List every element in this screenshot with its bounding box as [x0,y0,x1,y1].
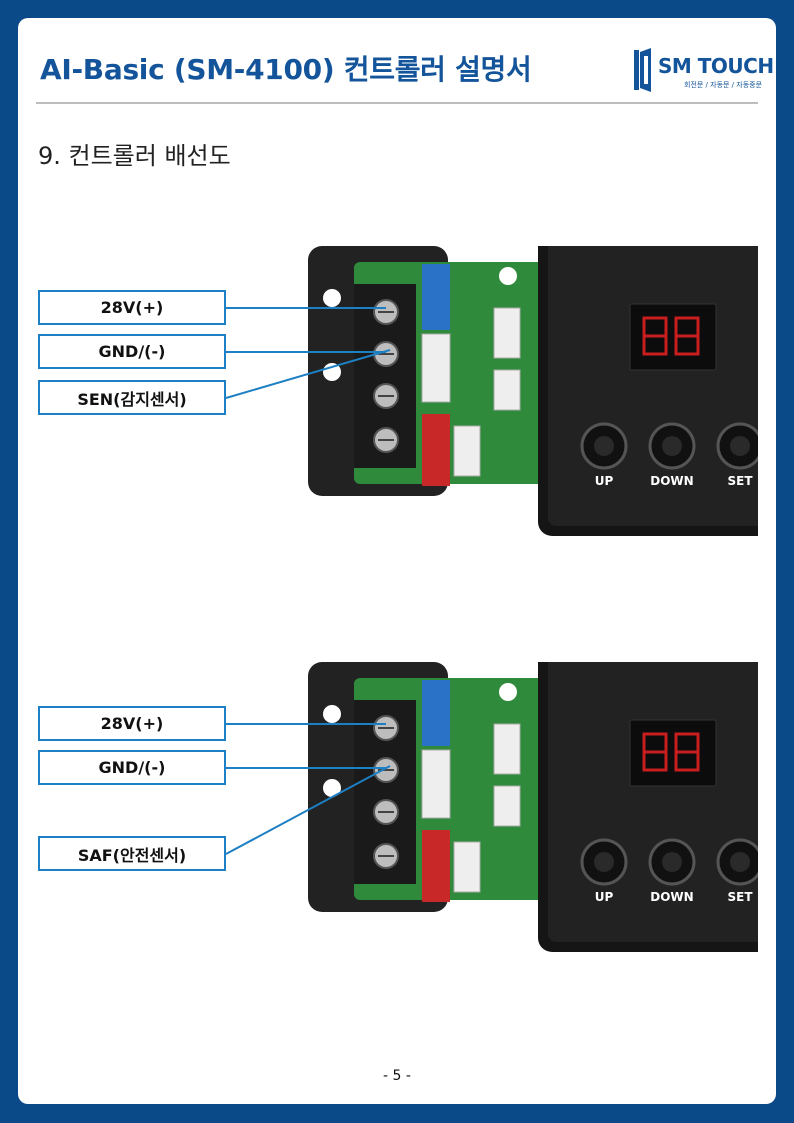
button-label-down: DOWN [650,890,694,904]
button-label-down: DOWN [650,474,694,488]
document-title: AI-Basic (SM-4100) 컨트롤러 설명서 [40,53,532,86]
label-saf: SAF(안전센서) [38,836,226,871]
label-gnd: GND/(-) [38,750,226,785]
wire-lines [225,723,391,855]
label-28v: 28V(+) [38,706,226,741]
document-page: AI-Basic (SM-4100) 컨트롤러 설명서 SM TOUCH 회전문… [18,18,776,1104]
page-number: - 5 - [383,1068,411,1084]
door-icon [634,48,651,92]
controller-photo: UP DOWN SET [308,646,776,971]
button-label-set: SET [727,890,753,904]
wire-lines [225,307,391,399]
label-gnd: GND/(-) [38,334,226,369]
logo-text: SM TOUCH [658,54,774,78]
button-label-set: SET [727,474,753,488]
logo-subtitle: 회전문 / 자동문 / 자동중문 [684,81,763,89]
header-divider [36,102,758,104]
wiring-diagram-sen: UP DOWN SET 28V(+) GND/(-) SEN(감지센서) [38,212,776,537]
wiring-diagram-saf: UP DOWN SET 28V(+) GND/(-) SAF(안전센서) [38,628,776,953]
button-label-up: UP [594,474,614,488]
button-label-up: UP [594,890,614,904]
label-sen: SEN(감지센서) [38,380,226,415]
section-title: 9. 컨트롤러 배선도 [38,142,231,170]
label-28v: 28V(+) [38,290,226,325]
company-logo: SM TOUCH 회전문 / 자동문 / 자동중문 [634,48,774,96]
